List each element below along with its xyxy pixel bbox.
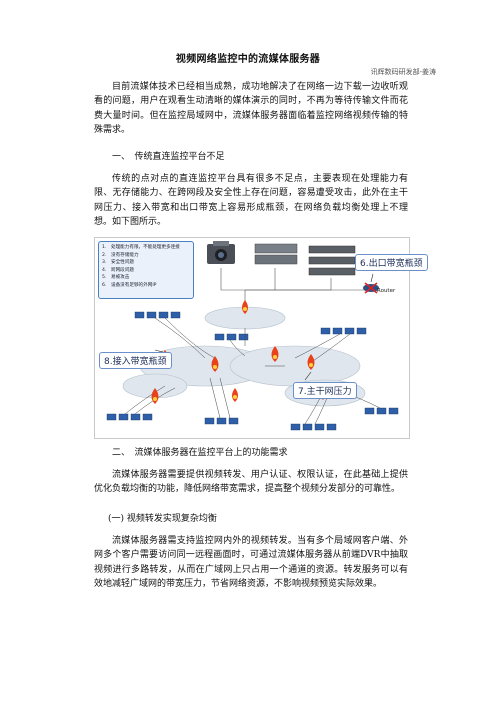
monitor-cluster-mid	[214, 333, 249, 341]
monitor-cluster-far-right	[364, 407, 399, 415]
problems-legend-box: 1. 处理能力有限，不能处理更多连接 2. 没有存储能力 3. 安全性问题 4.…	[98, 241, 194, 299]
callout-arrows	[154, 273, 374, 381]
legend-item: 3. 安全性问题	[102, 260, 134, 266]
monitor-cluster-bottom-left	[106, 413, 153, 421]
legend-item: 5. 易被攻击	[102, 275, 130, 281]
router-label: Router	[377, 288, 396, 294]
fire-icon	[211, 356, 219, 372]
network-diagram-svg	[106, 241, 399, 431]
doc-title: 视频网络监控中的流媒体服务器	[175, 54, 321, 65]
network-figure: 1. 处理能力有限，不能处理更多连接 2. 没有存储能力 3. 安全性问题 4.…	[94, 237, 428, 439]
router-icon	[363, 282, 379, 294]
legend-item: 2. 没有存储能力	[102, 252, 139, 258]
fire-icon	[151, 388, 159, 404]
paragraph-intro: 目前流媒体技术已经相当成熟，成功地解决了在网络一边下载一边收听观看的问题，用户在…	[94, 82, 408, 136]
callout-backbone-pressure: 7.主干网压力	[293, 382, 357, 399]
legend-item: 6. 设备没有足够的外网IP	[102, 282, 157, 288]
callout-exit-bandwidth: 6.出口带宽瓶颈	[355, 254, 428, 271]
monitor-cluster-bottom-mid	[204, 417, 239, 425]
fire-icon	[307, 354, 315, 370]
monitor-cluster-left	[134, 311, 181, 319]
paragraph-traditional: 传统的点对点的直连监控平台具有很多不足点，主要表现在处理能力有限、无存储能力、在…	[94, 174, 408, 228]
doc-author: 讯辉数码研发部-姜涛	[370, 68, 436, 76]
network-cloud	[229, 345, 361, 387]
monitor-clusters	[106, 311, 399, 431]
callout-access-bandwidth: 8.接入带宽瓶颈	[99, 352, 172, 369]
server-rack	[254, 243, 356, 276]
uplink-lines	[220, 268, 365, 308]
monitor-cluster-right	[320, 327, 367, 335]
paragraph-requirements: 流媒体服务器需要提供视频转发、用户认证、权限认证，在此基础上提供优化负载均衡的功…	[94, 470, 408, 495]
legend-item: 1. 处理能力有限，不能处理更多连接	[102, 245, 180, 250]
paragraph-forwarding: 流媒体服务器需支持监控网内外的视频转发。当有多个局域网客户端、外网多个客户需要访…	[94, 536, 408, 590]
section-heading-2: 二、 流媒体服务器在监控平台上的功能需求	[112, 448, 288, 458]
fire-icon	[271, 346, 279, 362]
camera-device	[207, 241, 235, 264]
monitor-cluster-bottom-right	[290, 423, 337, 431]
section-heading-1: 一、 传统直连监控平台不足	[112, 152, 225, 162]
subsection-heading: (一) 视频转发实现复杂均衡	[108, 514, 217, 524]
legend-item: 4. 跨网段问题	[102, 267, 134, 273]
